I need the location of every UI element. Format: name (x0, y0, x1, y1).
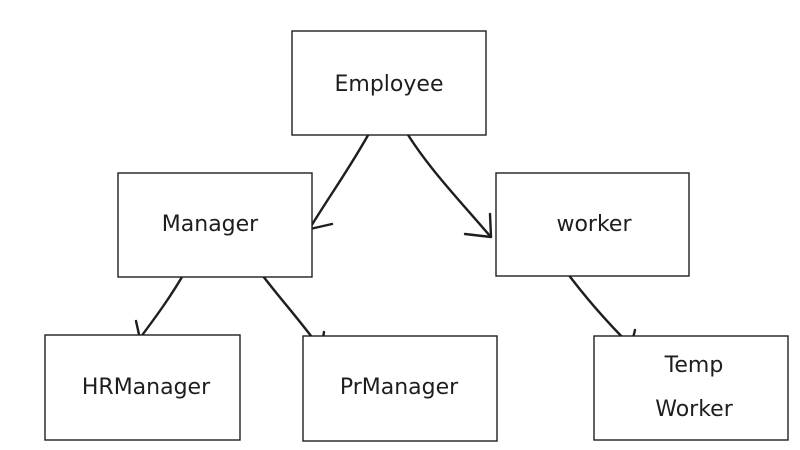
node-manager-label: Manager (162, 212, 259, 237)
node-tempworker[interactable]: Temp Worker (593, 335, 789, 441)
node-prmanager[interactable]: PrManager (302, 335, 498, 442)
arrowhead-worker (463, 212, 493, 239)
node-worker-label: worker (556, 212, 632, 237)
edge-employee-worker (403, 128, 493, 239)
node-employee-label: Employee (335, 72, 444, 97)
node-employee[interactable]: Employee (291, 30, 487, 136)
node-hrmanager[interactable]: HRManager (44, 334, 241, 441)
edge-manager-hrmanager (134, 268, 188, 341)
node-prmanager-label: PrManager (340, 375, 459, 400)
node-worker[interactable]: worker (495, 172, 690, 277)
node-manager[interactable]: Manager (117, 172, 313, 278)
node-hrmanager-label: HRManager (82, 375, 211, 400)
node-tempworker-label-line1: Temp (664, 353, 724, 378)
node-tempworker-label-line2: Worker (655, 397, 733, 422)
edge-worker-tempworker (563, 268, 637, 348)
